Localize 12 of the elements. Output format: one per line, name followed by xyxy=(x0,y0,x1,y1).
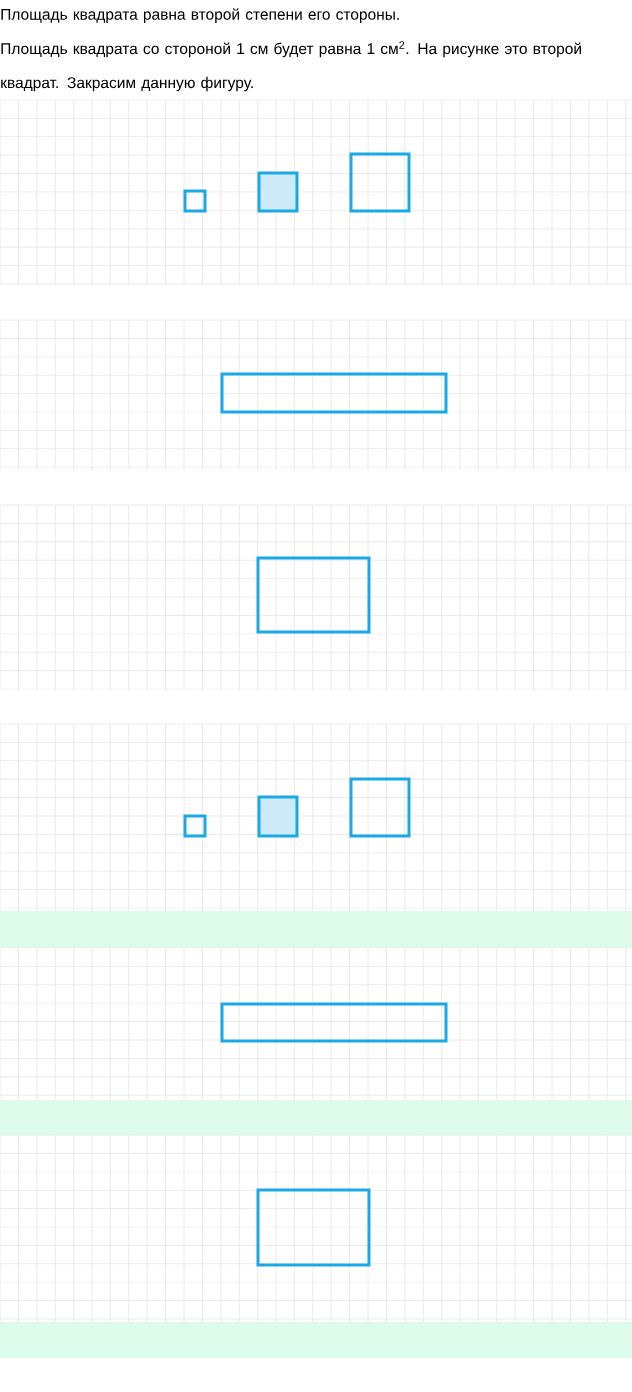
paragraph: Площадь квадрата со стороной 1 см будет равна 1 см$^{2}$. На рисунке это второй квадрат. Закрасим данную фигуру. xyxy=(1,41,581,92)
shaded-square xyxy=(257,171,299,213)
square xyxy=(183,814,207,838)
rectangle xyxy=(220,372,448,414)
rectangle xyxy=(256,1188,371,1267)
square xyxy=(349,777,411,838)
rectangle xyxy=(256,556,371,634)
square xyxy=(349,152,411,213)
rectangle xyxy=(220,1002,448,1043)
shaded-square xyxy=(257,795,299,838)
square xyxy=(183,189,207,213)
paragraph: Площадь квадрата равна второй степени его стороны. xyxy=(1,8,399,23)
